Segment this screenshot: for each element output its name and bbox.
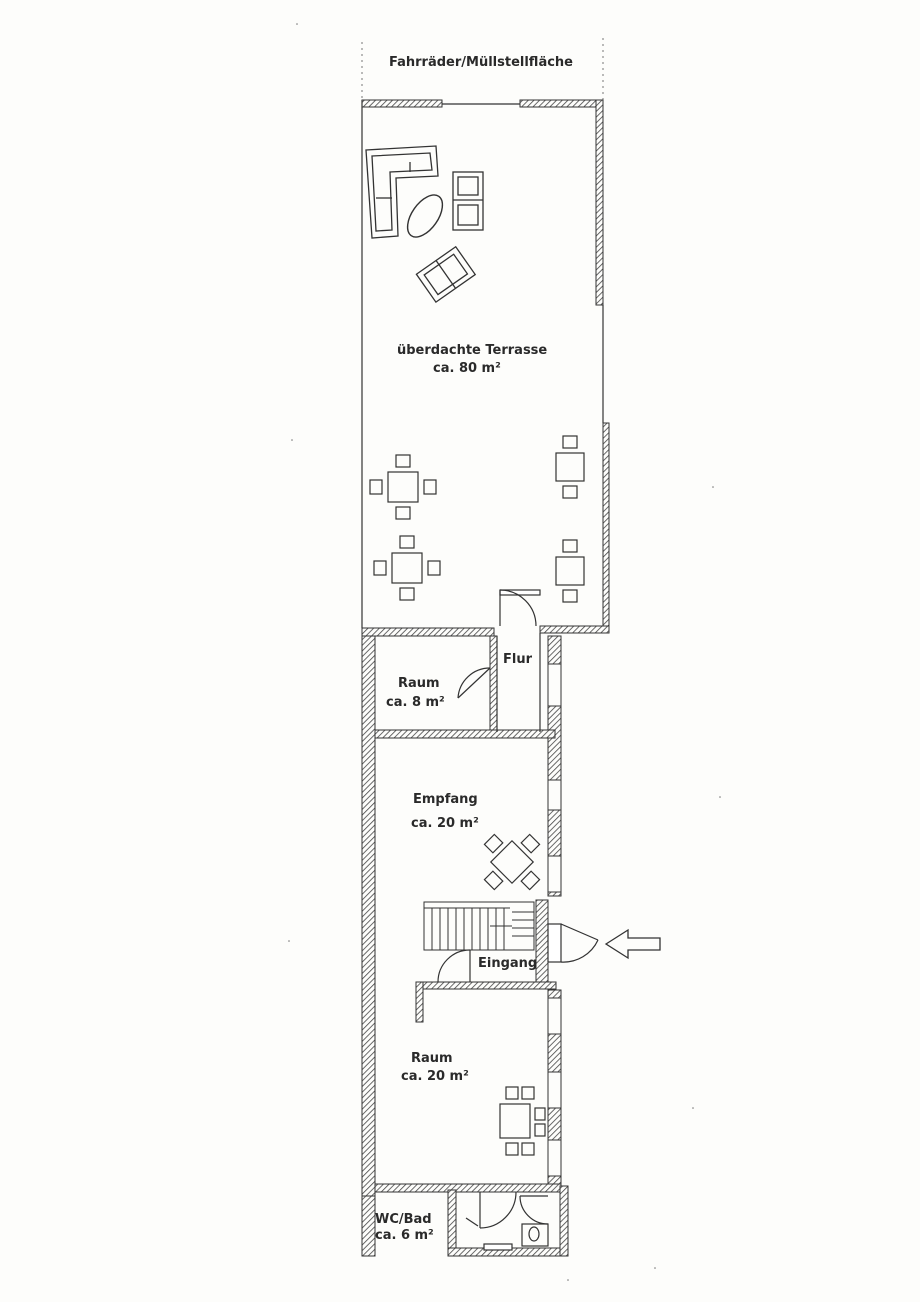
table-set-3	[555, 435, 585, 499]
label-empfang-area: ca. 20 m²	[411, 816, 479, 831]
lounger	[415, 245, 477, 304]
terrace-door	[499, 589, 541, 627]
entrance-arrow	[604, 928, 661, 960]
terrace-outline	[361, 100, 604, 628]
building-walls	[361, 627, 569, 1257]
table-set-2	[373, 535, 441, 601]
armchair	[452, 171, 484, 231]
label-raum-large-name: Raum	[411, 1051, 453, 1066]
windows	[547, 663, 562, 1177]
label-raum-large-area: ca. 20 m²	[401, 1069, 469, 1084]
scan-specks	[288, 23, 721, 1281]
door-stair	[437, 949, 471, 983]
label-flur: Flur	[503, 652, 533, 667]
door-raum-small	[457, 667, 491, 699]
oval-table	[406, 194, 444, 238]
label-wc-area: ca. 6 m²	[375, 1228, 434, 1243]
table-set-1	[369, 454, 437, 520]
raum-large-table-set	[499, 1086, 546, 1156]
label-terrace-name: überdachte Terrasse	[397, 343, 548, 358]
terrace-walls	[361, 99, 610, 634]
wc-fixtures	[465, 1191, 549, 1251]
empfang-table-set	[483, 833, 541, 891]
label-raum-small-area: ca. 8 m²	[386, 695, 445, 710]
bike-area-outline	[361, 38, 604, 100]
corner-sofa	[365, 145, 439, 239]
table-set-4	[555, 539, 585, 603]
label-bike-area: Fahrräder/Müllstellfläche	[389, 55, 573, 70]
staircase	[423, 901, 535, 951]
label-raum-small-name: Raum	[398, 676, 440, 691]
door-eingang	[547, 923, 599, 963]
flur-corridor	[496, 633, 541, 732]
label-eingang: Eingang	[478, 956, 538, 971]
label-empfang-name: Empfang	[413, 792, 478, 807]
label-terrace-area: ca. 80 m²	[433, 361, 501, 376]
label-wc-name: WC/Bad	[375, 1212, 432, 1227]
